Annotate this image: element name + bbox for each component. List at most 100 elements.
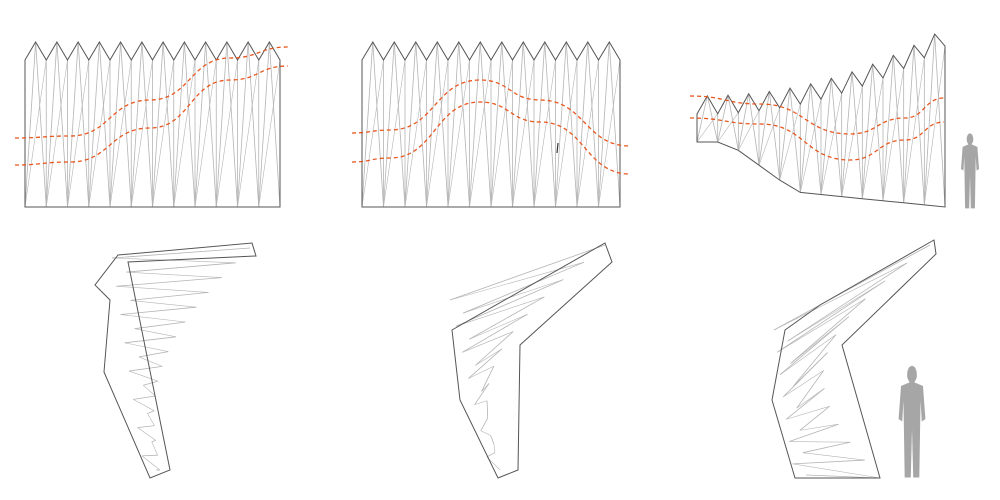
crease-line <box>490 41 503 208</box>
crease-line <box>361 41 374 208</box>
crease-line <box>576 41 589 208</box>
crease-line <box>449 262 584 301</box>
crease-line <box>738 110 760 151</box>
crease-line <box>924 45 946 205</box>
crease-line <box>820 78 832 195</box>
crease-line <box>372 41 384 208</box>
crease-line <box>783 370 824 398</box>
crease-line <box>109 41 122 208</box>
guide-curve-lower <box>14 65 289 166</box>
crease-line <box>533 41 546 208</box>
crease-line <box>748 93 760 166</box>
crease-line <box>696 95 708 143</box>
crease-line <box>137 425 155 428</box>
crease-line <box>789 441 851 443</box>
form-outline <box>451 242 613 479</box>
crease-line <box>462 313 528 353</box>
crease-line <box>787 280 886 342</box>
crease-line <box>486 452 496 458</box>
crease-line <box>758 91 770 166</box>
crease-line <box>455 279 564 327</box>
crease-line <box>934 34 946 208</box>
crease-line <box>493 443 496 453</box>
crease-line <box>555 59 578 208</box>
guide-curve-upper <box>351 79 631 147</box>
crease-line <box>130 41 143 208</box>
crease-line <box>126 262 236 273</box>
crease-line <box>404 59 427 208</box>
crease-line <box>77 41 90 208</box>
crease-line <box>802 441 851 454</box>
crease-line <box>717 95 729 143</box>
crease-line <box>490 59 513 208</box>
crease-line <box>903 45 915 203</box>
crease-line <box>134 328 177 338</box>
crease-line <box>147 410 155 414</box>
crease-line <box>479 41 492 208</box>
flat-pattern-c <box>689 33 980 209</box>
crease-line <box>608 41 621 208</box>
crease-line <box>120 41 132 208</box>
crease-line <box>923 34 936 205</box>
crease-line <box>237 41 249 208</box>
crease-line <box>598 41 610 208</box>
crease-line <box>215 59 238 208</box>
crease-line <box>137 427 156 441</box>
crease-line <box>490 435 495 444</box>
crease-line <box>147 413 155 426</box>
crease-line <box>773 262 908 331</box>
crease-line <box>383 59 406 208</box>
crease-line <box>469 41 481 208</box>
crease-line <box>415 41 427 208</box>
crease-line <box>138 356 163 367</box>
crease-line <box>793 334 837 387</box>
human-silhouette <box>960 133 980 209</box>
crease-line <box>717 112 739 143</box>
crease-line <box>799 423 839 431</box>
crease-line <box>786 406 830 420</box>
crease-line <box>130 292 209 301</box>
crease-line <box>194 59 217 208</box>
crease-line <box>779 316 850 375</box>
crease-line <box>141 455 161 471</box>
crease-line <box>111 257 236 264</box>
pattern-outline <box>696 33 946 208</box>
crease-line <box>67 59 90 208</box>
crease-line <box>512 41 524 208</box>
form-outline <box>94 242 257 479</box>
crease-line <box>152 41 164 208</box>
crease-line <box>782 352 828 398</box>
crease-line <box>830 78 843 197</box>
crease-line <box>576 59 599 208</box>
crease-line <box>130 300 197 308</box>
pleat-lines <box>111 247 251 471</box>
crease-line <box>802 452 865 461</box>
crease-line <box>598 59 621 208</box>
crease-line <box>151 441 158 456</box>
crease-line <box>792 459 865 465</box>
crease-line <box>447 59 470 208</box>
crease-line <box>789 88 801 193</box>
crease-line <box>120 306 197 315</box>
crease-line <box>882 68 904 201</box>
crease-line <box>787 262 908 342</box>
crease-line <box>258 59 281 208</box>
crease-line <box>462 331 514 353</box>
crease-line <box>151 440 156 443</box>
crease-line <box>776 298 866 353</box>
crease-line <box>215 41 228 208</box>
crease-line <box>480 417 489 431</box>
crease-line <box>88 41 100 208</box>
crease-line <box>565 41 578 208</box>
guide-curve-upper <box>689 95 945 135</box>
crease-line <box>851 71 863 199</box>
pleat-lines <box>773 244 931 479</box>
crease-line <box>134 321 186 330</box>
crease-line <box>88 59 111 208</box>
crease-line <box>789 423 839 442</box>
crease-line <box>133 399 155 412</box>
guide-curve-lower <box>351 101 631 175</box>
crease-line <box>462 279 564 314</box>
crease-line <box>126 271 222 278</box>
